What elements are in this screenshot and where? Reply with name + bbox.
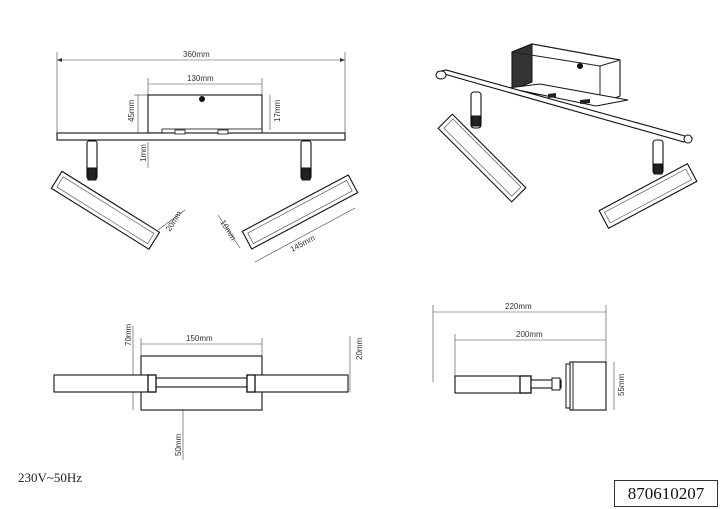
perspective-view: [435, 43, 698, 230]
dim-45: 45mm: [127, 99, 136, 122]
dim-1: 1mm: [139, 144, 148, 162]
dim-20-top: 20mm: [355, 337, 364, 360]
dim-20: 20mm: [164, 209, 184, 233]
front-view: 360mm 130mm 45mm 17mm 1mm: [50, 50, 359, 263]
dim-17: 17mm: [273, 99, 282, 122]
top-view: 150mm 90mm 70mm 20mm 50mm: [53, 323, 364, 460]
dim-70: 70mm: [124, 323, 133, 346]
model-number: 870610207: [614, 480, 718, 507]
dim-55: 55mm: [617, 373, 626, 396]
side-view: 220mm 200mm 55mm: [432, 302, 626, 411]
dim-220: 220mm: [505, 302, 532, 311]
dim-150: 150mm: [186, 334, 213, 343]
dim-130: 130mm: [187, 74, 214, 83]
dim-360: 360mm: [183, 50, 210, 59]
dim-200: 200mm: [516, 330, 543, 339]
dim-10: 10mm: [218, 218, 238, 242]
voltage-rating: 230V~50Hz: [18, 470, 83, 485]
dim-50: 50mm: [174, 433, 183, 456]
